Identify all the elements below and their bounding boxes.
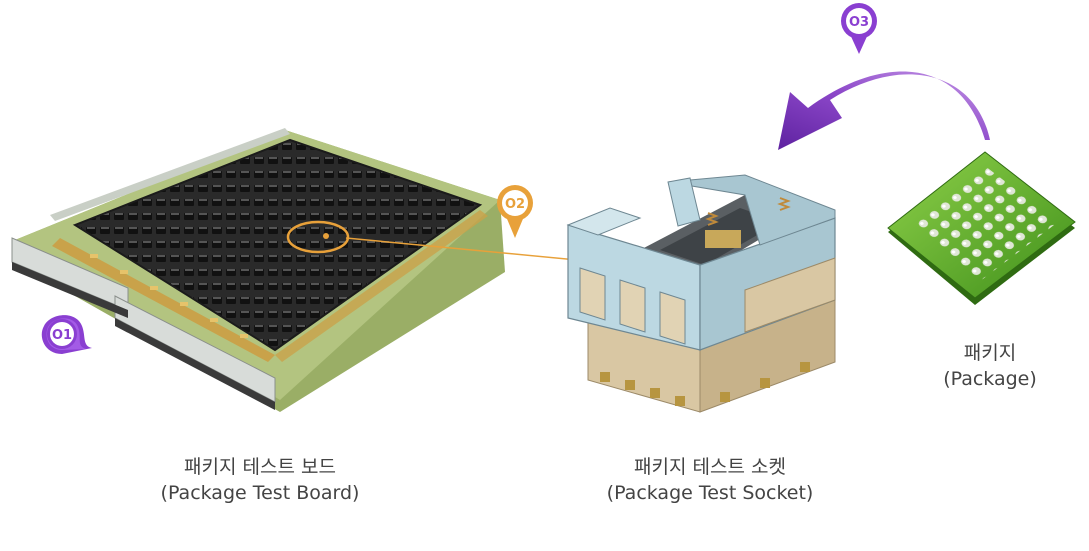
caption-package-title: 패키지 (963, 342, 1017, 364)
caption-package-subtitle: (Package) (943, 368, 1037, 390)
caption-test-socket: 패키지 테스트 소켓 (Package Test Socket) (575, 454, 845, 506)
test-socket-image (566, 174, 836, 413)
test-board-image (11, 128, 505, 412)
marker-o2-label: O2 (505, 197, 525, 212)
marker-o1: O1 (41, 315, 92, 354)
caption-test-socket-title: 패키지 테스트 소켓 (634, 456, 786, 478)
transfer-arrow (778, 71, 990, 150)
marker-o2: O2 (497, 185, 533, 238)
marker-o3: O3 (841, 3, 877, 54)
caption-test-socket-subtitle: (Package Test Socket) (606, 482, 814, 504)
caption-test-board: 패키지 테스트 보드 (Package Test Board) (130, 454, 390, 506)
marker-o1-label: O1 (52, 328, 72, 343)
caption-package: 패키지 (Package) (920, 340, 1060, 392)
marker-o3-label: O3 (849, 15, 869, 30)
caption-test-board-subtitle: (Package Test Board) (160, 482, 360, 504)
caption-test-board-title: 패키지 테스트 보드 (184, 456, 336, 478)
socket-highlight (286, 220, 599, 263)
package-chip-image (887, 151, 1076, 305)
